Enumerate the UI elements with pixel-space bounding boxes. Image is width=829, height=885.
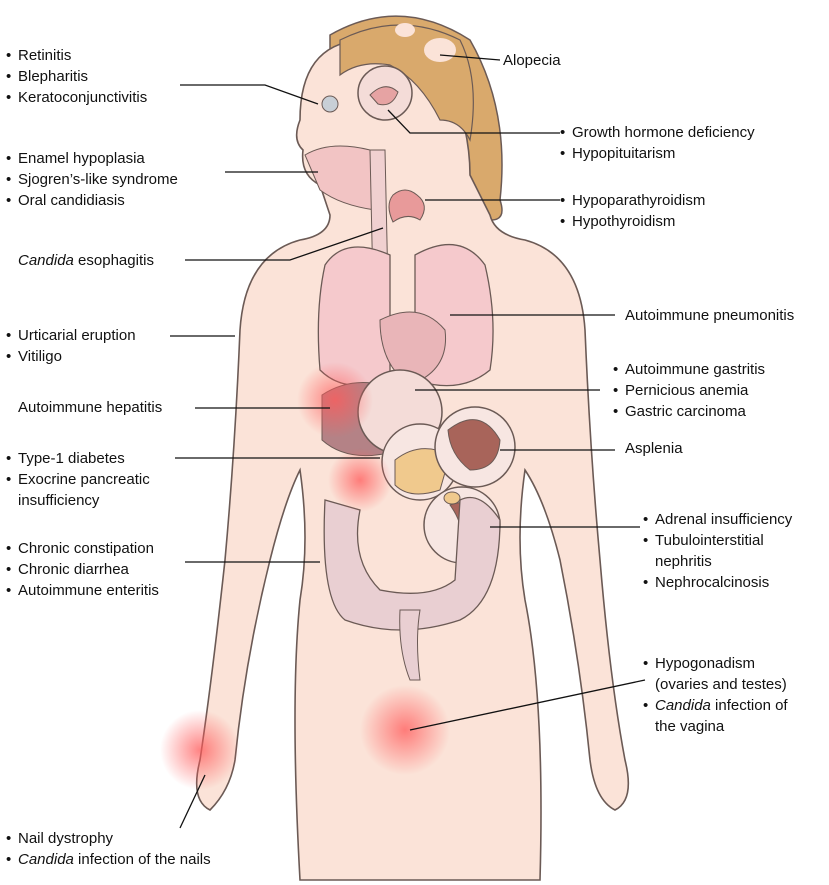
- pituitary-conditions: •Growth hormone deficiency •Hypopituitar…: [560, 124, 755, 162]
- pernicious-anemia-label: Pernicious anemia: [625, 382, 749, 399]
- nail-inflammation: [160, 710, 240, 790]
- hepatitis-label: Autoimmune hepatitis: [18, 399, 163, 416]
- thyroid: [388, 189, 425, 223]
- type1-diabetes-label: Type-1 diabetes: [18, 450, 125, 467]
- leader-lines: [170, 54, 646, 829]
- pancreas: [394, 448, 451, 495]
- growth-hormone-label: Growth hormone deficiency: [572, 124, 755, 141]
- alopecia-label: Alopecia: [503, 52, 561, 69]
- pancreas-conditions: •Type-1 diabetes •Exocrine pancreatic in…: [6, 450, 150, 509]
- adrenal-label: Adrenal insufficiency: [655, 511, 793, 528]
- candida-italic: Candida: [655, 697, 711, 714]
- nail-leader: [179, 774, 206, 829]
- keratoconjunctivitis-label: Keratoconjunctivitis: [18, 89, 148, 106]
- nephrocalcinosis-label: Nephrocalcinosis: [655, 574, 770, 591]
- oral-candidiasis-label: Oral candidiasis: [18, 192, 125, 209]
- vagina-label: the vagina: [655, 718, 725, 735]
- eye: [321, 95, 339, 113]
- esophagus-leader: [185, 227, 384, 261]
- hypogonadism-label: Hypogonadism: [655, 655, 756, 672]
- kidney-conditions: •Adrenal insufficiency •Tubulointerstiti…: [643, 511, 793, 591]
- alopecia-leader: [439, 54, 501, 61]
- mouth-conditions: •Enamel hypoplasia •Sjogren’s-like syndr…: [6, 150, 178, 209]
- exocrine-label-line2: insufficiency: [18, 492, 100, 509]
- diarrhea-label: Chronic diarrhea: [18, 561, 129, 578]
- stomach-conditions: •Autoimmune gastritis •Pernicious anemia…: [613, 361, 766, 420]
- gastric-carcinoma-label: Gastric carcinoma: [625, 403, 746, 420]
- pituitary-gland: [369, 86, 399, 106]
- gonad-conditions: •Hypogonadism (ovaries and testes) •Cand…: [643, 655, 788, 735]
- exocrine-label-line1: Exocrine pancreatic: [18, 471, 150, 488]
- gonad-leader: [409, 679, 646, 731]
- nail-conditions: •Nail dystrophy •Candida infection of th…: [6, 830, 211, 868]
- thyroid-conditions: •Hypoparathyroidism •Hypothyroidism: [560, 192, 706, 230]
- nephritis-label: nephritis: [655, 553, 712, 570]
- eye-conditions: •Retinitis •Blepharitis •Keratoconjuncti…: [6, 47, 148, 106]
- pancreas-inflammation: [328, 448, 392, 512]
- gastritis-label: Autoimmune gastritis: [625, 361, 766, 378]
- rectum: [399, 609, 421, 681]
- tubulointerstitial-label: Tubulointerstitial: [655, 532, 764, 549]
- enamel-hypoplasia-label: Enamel hypoplasia: [18, 150, 145, 167]
- ovaries-testes-label: (ovaries and testes): [655, 676, 787, 693]
- pneumonitis-label: Autoimmune pneumonitis: [625, 307, 795, 324]
- asplenia-label: Asplenia: [625, 440, 683, 457]
- alopecia-patch: [395, 23, 415, 37]
- hypothyroidism-label: Hypothyroidism: [572, 213, 676, 230]
- nail-infection-label: infection of the nails: [73, 851, 211, 868]
- constipation-label: Chronic constipation: [18, 540, 154, 557]
- vaginal-infection-label: infection of: [710, 697, 788, 714]
- blepharitis-label: Blepharitis: [18, 68, 89, 85]
- adrenal-gland: [443, 491, 461, 505]
- intestine-conditions: •Chronic constipation •Chronic diarrhea …: [6, 540, 159, 599]
- esophagitis-label: Candida esophagitis: [18, 252, 154, 269]
- nail-dystrophy-label: Nail dystrophy: [18, 830, 114, 847]
- skin-conditions: •Urticarial eruption •Vitiligo: [6, 327, 136, 365]
- spleen: [447, 419, 501, 471]
- eye-leader: [180, 84, 319, 105]
- intestines: [323, 496, 501, 631]
- retinitis-label: Retinitis: [18, 47, 72, 64]
- vaginal-inflammation: [360, 685, 450, 775]
- vitiligo-label: Vitiligo: [18, 348, 62, 365]
- liver-inflammation: [297, 362, 373, 438]
- enteritis-label: Autoimmune enteritis: [18, 582, 159, 599]
- hypopituitarism-label: Hypopituitarism: [572, 145, 676, 162]
- pituitary-leader: [387, 109, 560, 134]
- alopecia-patch: [424, 38, 456, 62]
- sjogren-label: Sjogren’s-like syndrome: [18, 171, 178, 188]
- urticarial-label: Urticarial eruption: [18, 327, 136, 344]
- heart: [379, 311, 447, 386]
- candida-italic: Candida: [18, 851, 74, 868]
- hypoparathyroidism-label: Hypoparathyroidism: [572, 192, 706, 209]
- oral-cavity: [304, 145, 376, 211]
